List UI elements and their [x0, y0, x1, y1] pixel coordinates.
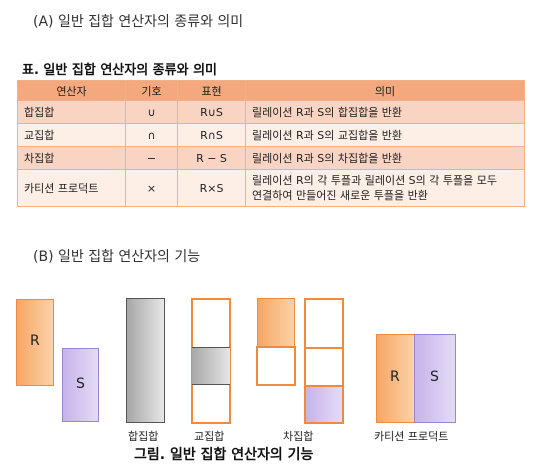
- header-expression: 표현: [177, 80, 246, 101]
- header-symbol: 기호: [125, 80, 178, 101]
- cell-symbol: ∪: [125, 100, 178, 124]
- cell-name: 교집합: [17, 123, 126, 147]
- cartesian-caption: 카티션 프로덕트: [374, 430, 449, 443]
- section-a-title: (A) 일반 집합 연산자의 종류와 의미: [33, 14, 244, 30]
- cartesian-s-box: [414, 334, 456, 423]
- difference-s-filled: [306, 385, 342, 422]
- operator-table: 연산자 기호 표현 의미 합집합 ∪ R∪S 릴레이션 R과 S의 합집합을 반…: [17, 80, 525, 207]
- difference-divider: [305, 347, 343, 349]
- cell-meaning: 릴레이션 R과 S의 합집합을 반환: [245, 100, 525, 124]
- cell-meaning-line-1: 릴레이션 R의 각 투플과 릴레이션 S의 각 투플을 모두: [252, 174, 497, 187]
- difference-r-outline: [256, 346, 296, 386]
- cartesian-r-label: R: [390, 369, 400, 385]
- cell-name: 카티션 프로덕트: [17, 169, 126, 207]
- cell-symbol: ×: [125, 169, 178, 207]
- figure-title: 그림. 일반 집합 연산자의 기능: [134, 447, 314, 463]
- header-operator: 연산자: [17, 80, 126, 101]
- table-row-cartesian: 카티션 프로덕트 × R×S 릴레이션 R의 각 투플과 릴레이션 S의 각 투…: [17, 169, 525, 207]
- cartesian-r-box: [376, 334, 415, 423]
- cell-meaning: 릴레이션 R의 각 투플과 릴레이션 S의 각 투플을 모두 연결하여 만들어진…: [245, 169, 525, 207]
- difference-caption: 차집합: [283, 430, 314, 443]
- cell-meaning: 릴레이션 R과 S의 차집합을 반환: [245, 146, 525, 170]
- union-caption: 합집합: [128, 430, 159, 443]
- table-row-intersection: 교집합 ∩ R∩S 릴레이션 R과 S의 교집합을 반환: [17, 123, 525, 147]
- table-row-union: 합집합 ∪ R∪S 릴레이션 R과 S의 합집합을 반환: [17, 100, 525, 124]
- cell-expression: R∪S: [177, 100, 246, 124]
- cell-symbol: ∩: [125, 123, 178, 147]
- cell-symbol: −: [125, 146, 178, 170]
- relation-s-label: S: [76, 376, 85, 392]
- cell-meaning: 릴레이션 R과 S의 교집합을 반환: [245, 123, 525, 147]
- header-meaning: 의미: [245, 80, 525, 101]
- table-row-difference: 차집합 − R − S 릴레이션 R과 S의 차집합을 반환: [17, 146, 525, 170]
- cartesian-s-label: S: [430, 369, 439, 385]
- cell-name: 합집합: [17, 100, 126, 124]
- table-header-row: 연산자 기호 표현 의미: [17, 80, 525, 101]
- cell-expression: R − S: [177, 146, 246, 170]
- cell-expression: R∩S: [177, 123, 246, 147]
- cell-name: 차집합: [17, 146, 126, 170]
- relation-r-label: R: [30, 333, 40, 349]
- cell-expression: R×S: [177, 169, 246, 207]
- relation-s-box: [62, 348, 99, 422]
- table-title: 표. 일반 집합 연산자의 종류와 의미: [22, 63, 218, 78]
- intersection-result-band: [192, 347, 230, 385]
- difference-r-filled: [257, 298, 295, 347]
- union-result-box: [126, 298, 165, 423]
- intersection-caption: 교집합: [194, 430, 225, 443]
- relation-r-box: [16, 299, 54, 386]
- cell-meaning-line-2: 연결하여 만들어진 새로운 투플을 반환: [252, 189, 428, 202]
- section-b-title: (B) 일반 집합 연산자의 기능: [33, 249, 201, 265]
